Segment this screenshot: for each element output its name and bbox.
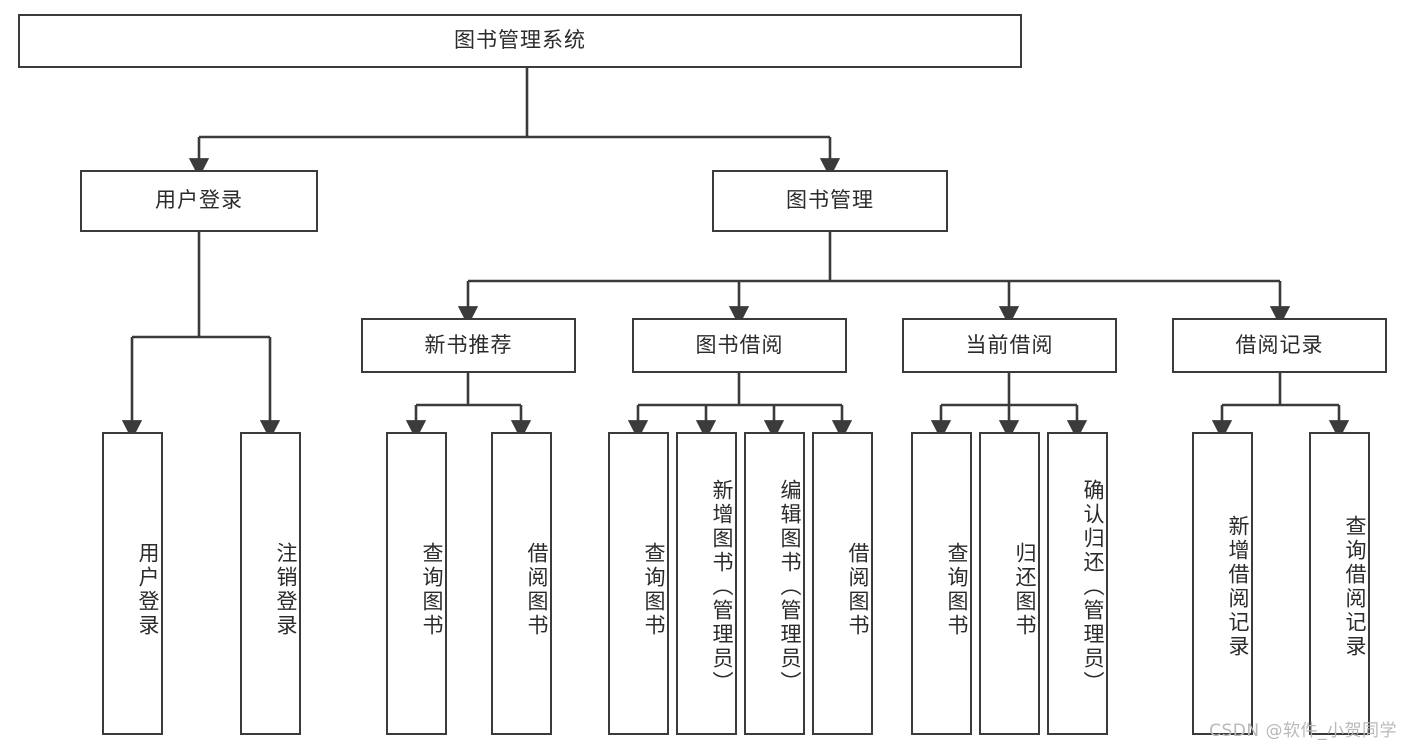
node-current-borrow[interactable]: 当前借阅 xyxy=(902,318,1117,373)
leaf-user-login[interactable]: 用户登录 xyxy=(102,432,163,735)
leaf-return-book[interactable]: 归还图书 xyxy=(979,432,1040,735)
node-label: 借阅图书 xyxy=(525,541,549,638)
node-label: 图书管理 xyxy=(786,188,874,213)
node-label: 编辑图书（管理员） xyxy=(778,478,802,695)
node-label: 查询图书 xyxy=(420,541,444,638)
leaf-confirm-return-admin[interactable]: 确认归还（管理员） xyxy=(1047,432,1108,735)
leaf-logout[interactable]: 注销登录 xyxy=(240,432,301,735)
node-label: 图书管理系统 xyxy=(454,28,586,53)
leaf-query-book-current[interactable]: 查询图书 xyxy=(911,432,972,735)
leaf-edit-book-admin[interactable]: 编辑图书（管理员） xyxy=(744,432,805,735)
node-label: 新增图书（管理员） xyxy=(710,478,734,695)
node-new-book-recommendation[interactable]: 新书推荐 xyxy=(361,318,576,373)
node-label: 借阅图书 xyxy=(846,541,870,638)
node-book-management[interactable]: 图书管理 xyxy=(712,170,948,232)
leaf-query-book-borrow[interactable]: 查询图书 xyxy=(608,432,669,735)
leaf-query-borrow-record[interactable]: 查询借阅记录 xyxy=(1309,432,1370,735)
node-label: 注销登录 xyxy=(274,541,298,638)
node-label: 新增借阅记录 xyxy=(1226,514,1250,659)
node-borrow-record[interactable]: 借阅记录 xyxy=(1172,318,1387,373)
node-label: 确认归还（管理员） xyxy=(1081,478,1105,695)
node-label: 用户登录 xyxy=(136,541,160,638)
node-user-login[interactable]: 用户登录 xyxy=(80,170,318,232)
leaf-add-borrow-record[interactable]: 新增借阅记录 xyxy=(1192,432,1253,735)
node-label: 新书推荐 xyxy=(424,332,513,357)
node-label: 查询图书 xyxy=(945,541,969,638)
node-label: 用户登录 xyxy=(155,188,243,213)
leaf-borrow-book-recommendation[interactable]: 借阅图书 xyxy=(491,432,552,735)
leaf-add-book-admin[interactable]: 新增图书（管理员） xyxy=(676,432,737,735)
leaf-borrow-book-borrow[interactable]: 借阅图书 xyxy=(812,432,873,735)
node-label: 查询图书 xyxy=(642,541,666,638)
node-book-borrow[interactable]: 图书借阅 xyxy=(632,318,847,373)
node-label: 查询借阅记录 xyxy=(1343,514,1367,659)
leaf-query-book-recommendation[interactable]: 查询图书 xyxy=(386,432,447,735)
csdn-watermark: CSDN @软件_小贺同学 xyxy=(1209,721,1397,741)
node-label: 图书借阅 xyxy=(695,332,784,357)
node-label: 归还图书 xyxy=(1013,541,1037,638)
node-label: 当前借阅 xyxy=(965,332,1054,357)
node-root-book-management-system[interactable]: 图书管理系统 xyxy=(18,14,1022,68)
node-label: 借阅记录 xyxy=(1235,332,1324,357)
